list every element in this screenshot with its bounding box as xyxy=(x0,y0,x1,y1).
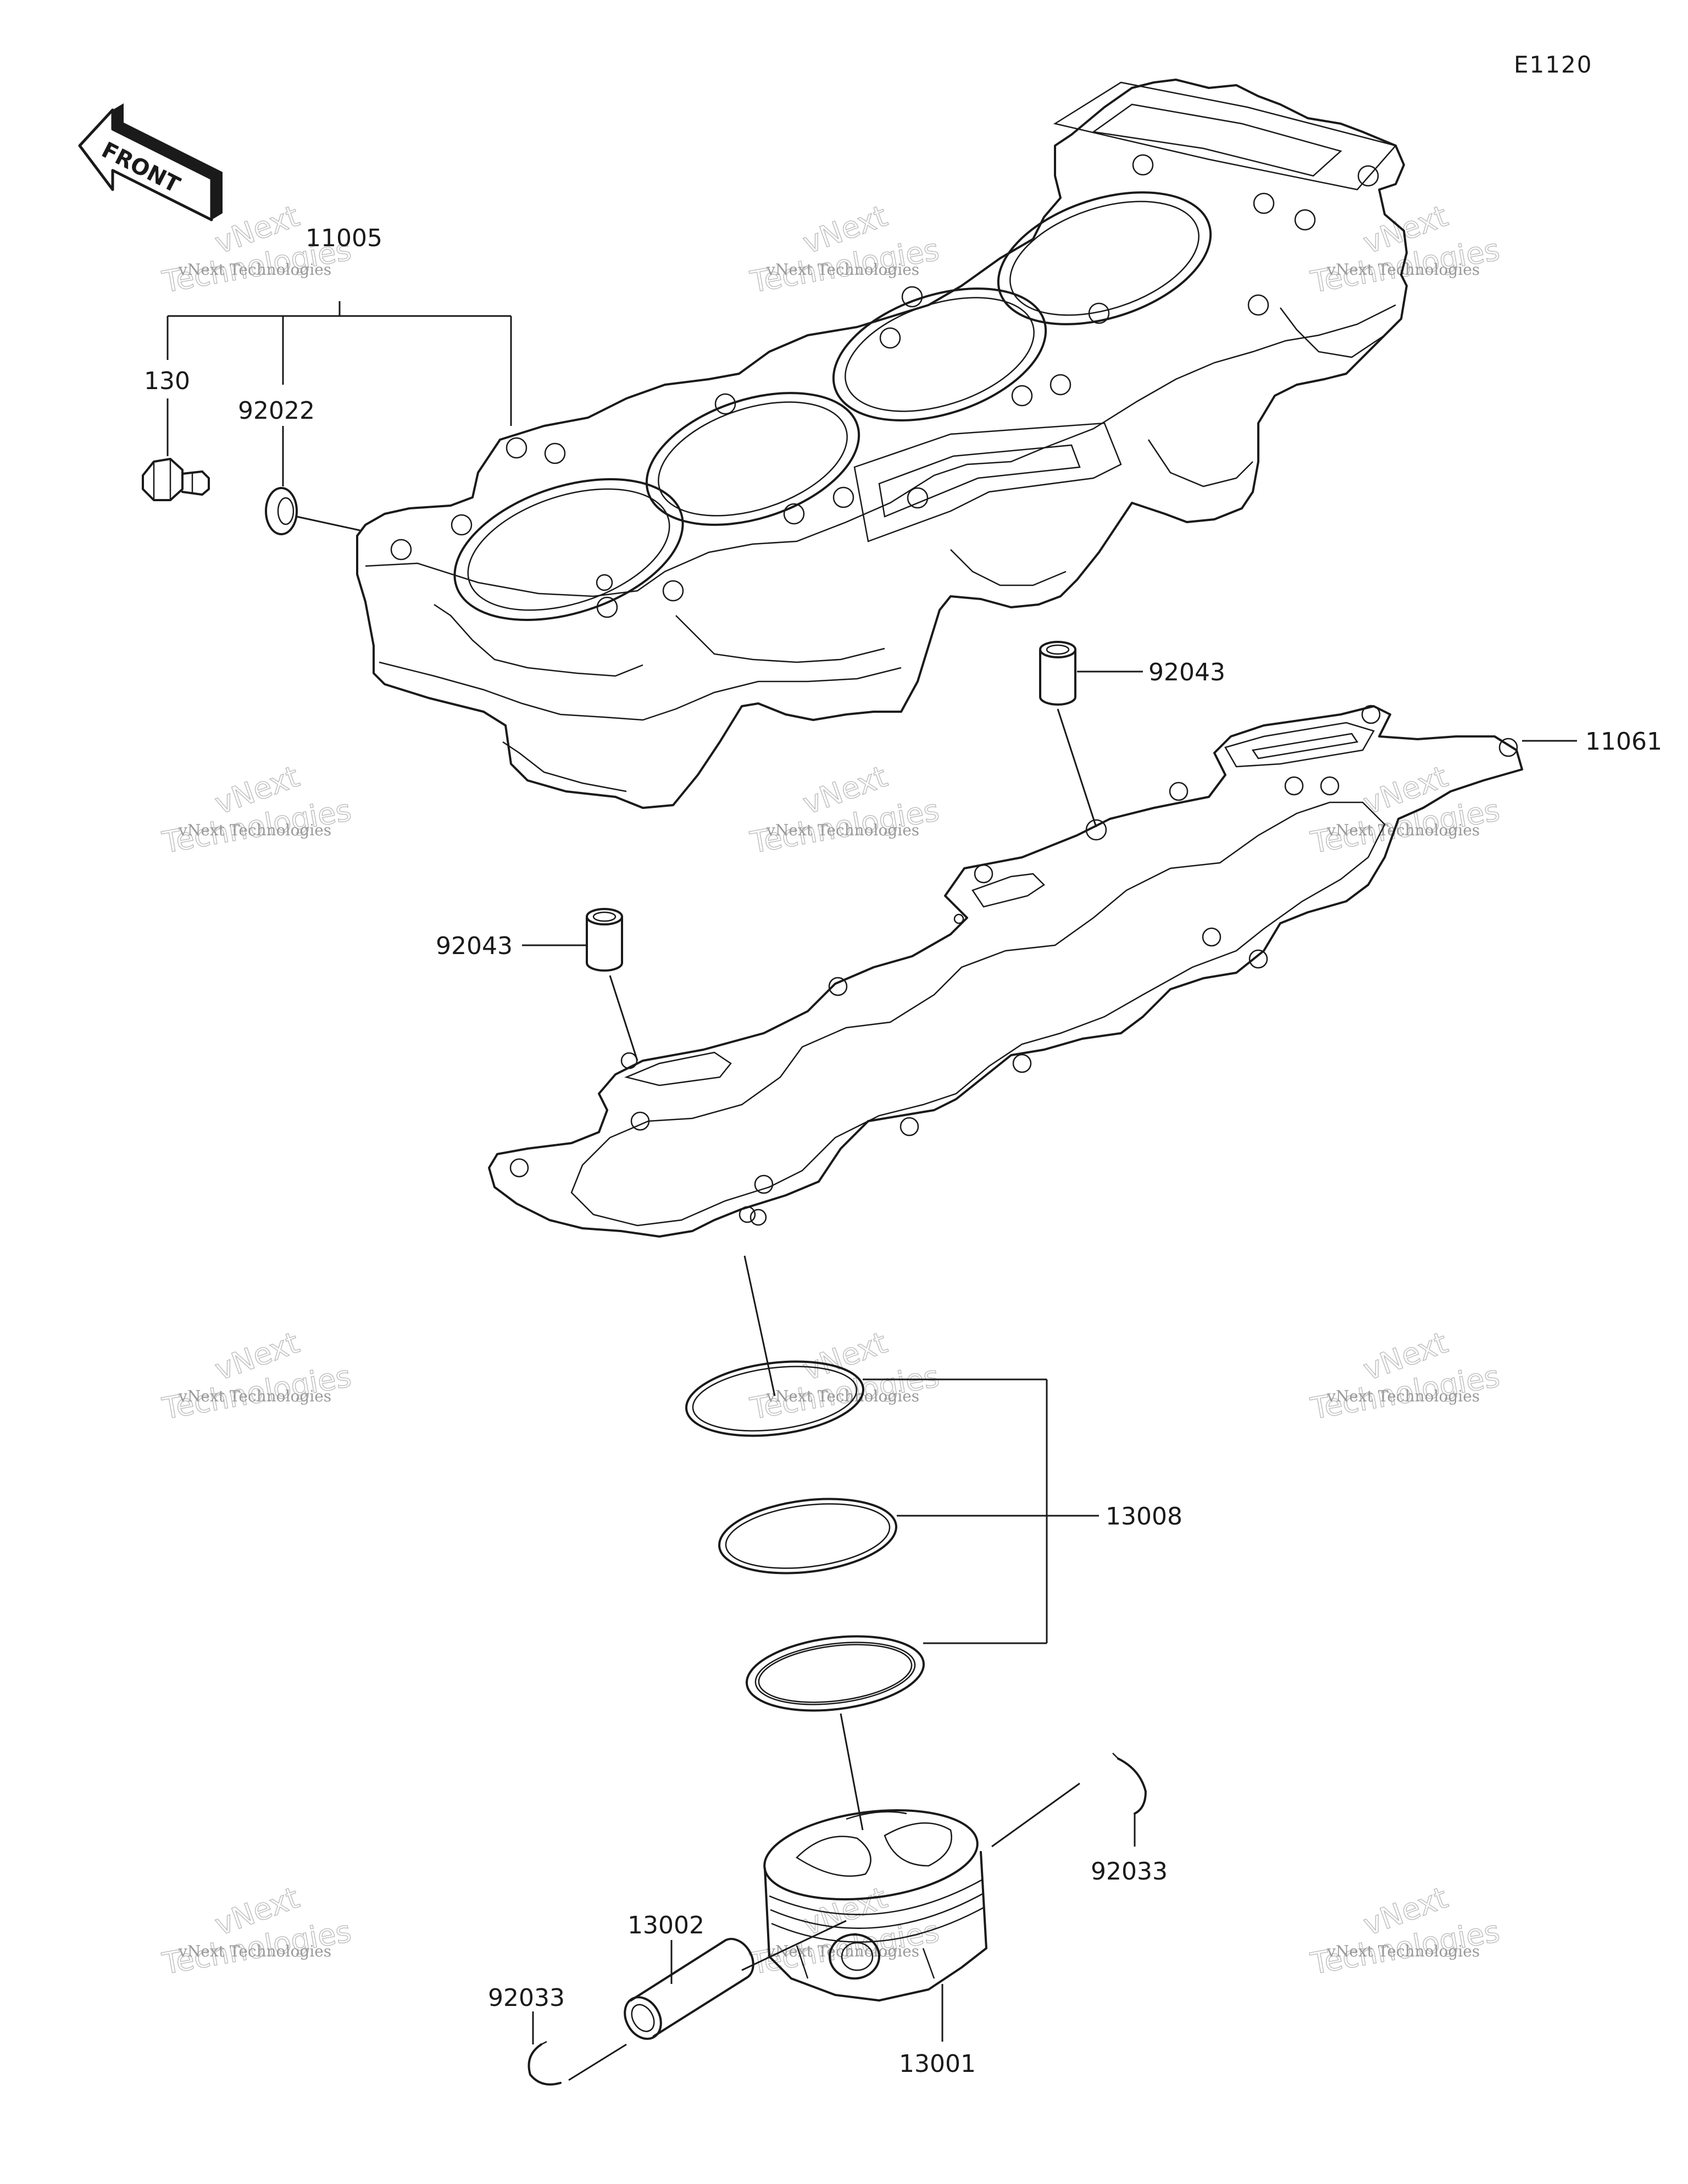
front-arrow-icon: FRONT xyxy=(78,103,223,221)
watermark-text: vNext Technologies xyxy=(178,1942,331,1960)
watermark-text: vNext Technologies xyxy=(766,1387,919,1405)
callout-13001: 13001 xyxy=(899,2050,976,2078)
leader-lines xyxy=(166,301,1577,2081)
washer-92022-part xyxy=(265,487,298,535)
callout-92043-upper: 92043 xyxy=(1148,658,1225,686)
circlip-92033-upper xyxy=(1112,1753,1147,1815)
dowel-pin-92043-upper xyxy=(1039,641,1076,706)
dowel-pin-92043-lower xyxy=(586,908,623,972)
diagram-code: E1120 xyxy=(1514,51,1592,78)
piston-13001-part xyxy=(763,1809,987,2002)
callout-130: 130 xyxy=(144,367,190,395)
cylinder-gasket-part xyxy=(488,705,1523,1238)
piston-ring-middle xyxy=(718,1498,897,1575)
callout-92033-upper: 92033 xyxy=(1091,1858,1168,1886)
piston-pin-13002-part xyxy=(624,1938,754,2040)
circlip-92033-lower xyxy=(528,2041,562,2086)
watermark-text: vNext Technologies xyxy=(1326,821,1480,839)
callout-92043-lower: 92043 xyxy=(436,932,513,960)
callout-13008: 13008 xyxy=(1106,1503,1182,1531)
cylinder-block-part xyxy=(356,79,1408,809)
piston-ring-top xyxy=(685,1360,864,1437)
callout-92033-lower: 92033 xyxy=(488,1984,565,2012)
callout-13002: 13002 xyxy=(628,1911,704,1939)
callout-11061: 11061 xyxy=(1585,728,1662,756)
watermark-text: vNext Technologies xyxy=(1326,1942,1480,1960)
watermark-text: vNext Technologies xyxy=(178,1387,331,1405)
piston-ring-oil xyxy=(746,1635,925,1712)
watermark-text: vNext Technologies xyxy=(178,821,331,839)
watermark-text: vNext Technologies xyxy=(178,260,331,279)
callout-92022: 92022 xyxy=(238,397,315,425)
watermark-text: vNext Technologies xyxy=(1326,1387,1480,1405)
bolt-130-part xyxy=(142,458,210,501)
callout-11005: 11005 xyxy=(306,224,382,252)
watermark-text: vNext Technologies xyxy=(766,260,919,279)
watermark-text: vNext Technologies xyxy=(766,821,919,839)
